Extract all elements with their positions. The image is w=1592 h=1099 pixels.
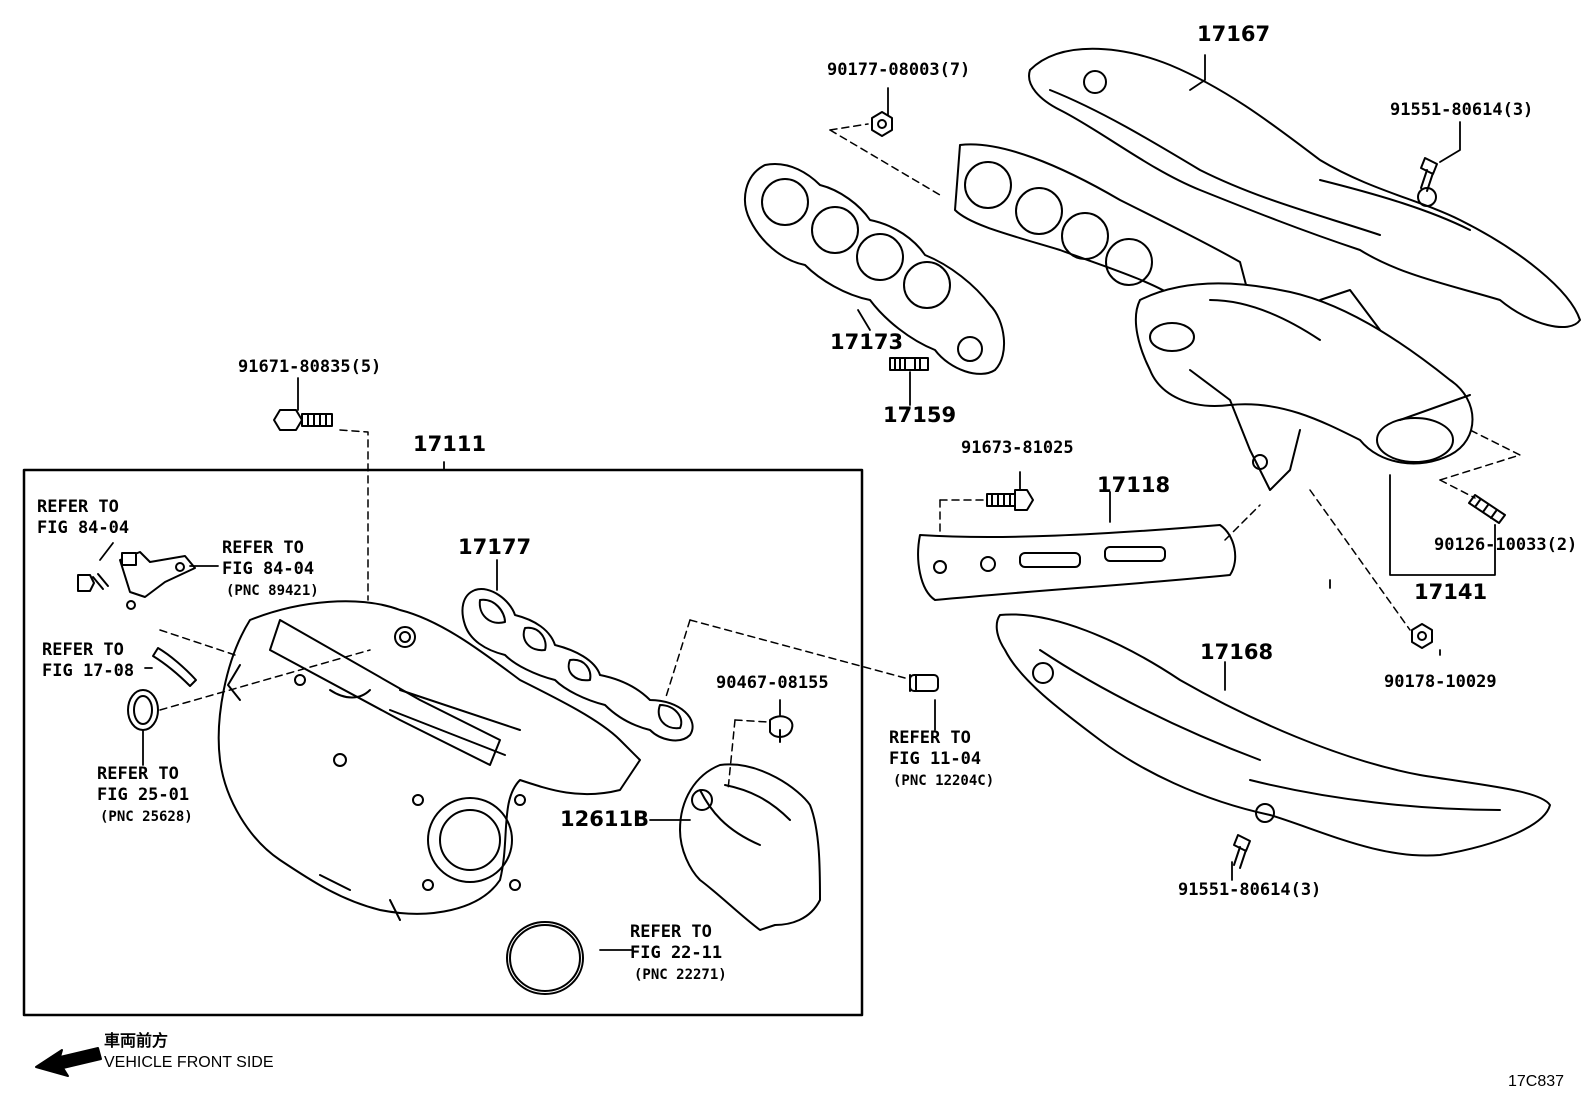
figure-code: 17C837 [1508,1073,1565,1090]
front-side-label-en: VEHICLE FRONT SIDE [104,1054,274,1071]
clamp-drawing [127,689,159,731]
sensor-11-04-drawing [909,674,939,692]
part-label-17111: 17111 [413,432,487,456]
sensor-drawing [77,551,196,610]
leader-lines [99,54,1496,951]
heat-insulator-17167-drawing [1028,47,1581,329]
refer-label-22-11-pnc: (PNC 22271) [634,967,727,983]
bolt-91673-drawing [986,489,1034,511]
part-label-91671: 91671-80835(5) [238,357,382,377]
intake-manifold-group-box [22,468,864,1017]
bolt-91671-drawing [273,409,333,431]
refer-label-84-04-b-line2: FIG 84-04 [222,559,315,579]
refer-label-84-04-a-line1: REFER TO [37,497,119,517]
part-label-17141: 17141 [1414,580,1488,604]
bolt-91551-top-drawing [1420,157,1438,192]
part-label-17177: 17177 [458,535,532,559]
part-label-91551-bottom: 91551-80614(3) [1178,880,1322,900]
refer-label-25-01-line2: FIG 25-01 [97,785,190,805]
part-label-17168: 17168 [1200,640,1274,664]
front-side-label-jp: 車両前方 [104,1031,169,1050]
refer-label-84-04-b-line1: REFER TO [222,538,304,558]
stud-17159-drawing [889,357,929,371]
nut-90177-drawing [871,111,893,137]
refer-label-17-08-line1: REFER TO [42,640,124,660]
part-label-90126: 90126-10033(2) [1434,535,1578,555]
gasket-ring-drawing [506,921,584,995]
refer-label-17-08-line2: FIG 17-08 [42,661,135,681]
hose-drawing [152,647,197,687]
refer-label-22-11-line2: FIG 22-11 [630,943,723,963]
part-label-91551-top: 91551-80614(3) [1390,100,1534,120]
refer-label-25-01-pnc: (PNC 25628) [100,809,193,825]
refer-label-22-11-line1: REFER TO [630,922,712,942]
refer-label-11-04-line1: REFER TO [889,728,971,748]
refer-label-11-04-pnc: (PNC 12204C) [893,773,995,789]
stay-17118-drawing [917,524,1237,601]
refer-label-25-01-line1: REFER TO [97,764,179,784]
part-label-91673: 91673-81025 [961,438,1074,458]
refer-label-11-04-line2: FIG 11-04 [889,749,982,769]
exhaust-manifold-17141-drawing [954,143,1474,491]
part-label-90467: 90467-08155 [716,673,829,693]
part-label-17159: 17159 [883,403,957,427]
nut-90178-drawing [1411,623,1433,649]
intake-manifold-17111-drawing [217,600,641,921]
part-label-17173: 17173 [830,330,904,354]
part-label-17118: 17118 [1097,473,1171,497]
gasket-17173-drawing [744,163,1006,375]
stud-90126-drawing [1468,494,1506,524]
front-arrow-icon [35,1047,102,1077]
gasket-17177-drawing [461,588,694,742]
bolt-91551-bottom-drawing [1233,834,1251,869]
clip-90467-drawing [769,715,794,743]
dashed-lines [159,123,1521,791]
part-label-90178: 90178-10029 [1384,672,1497,692]
refer-label-84-04-a-line2: FIG 84-04 [37,518,130,538]
insulator-12611b-drawing [679,763,821,931]
part-label-90177: 90177-08003(7) [827,60,971,80]
refer-label-84-04-b-pnc: (PNC 89421) [226,583,319,599]
heat-insulator-17168-drawing [995,613,1551,857]
part-label-12611b: 12611B [560,807,650,831]
part-label-17167: 17167 [1197,22,1271,46]
